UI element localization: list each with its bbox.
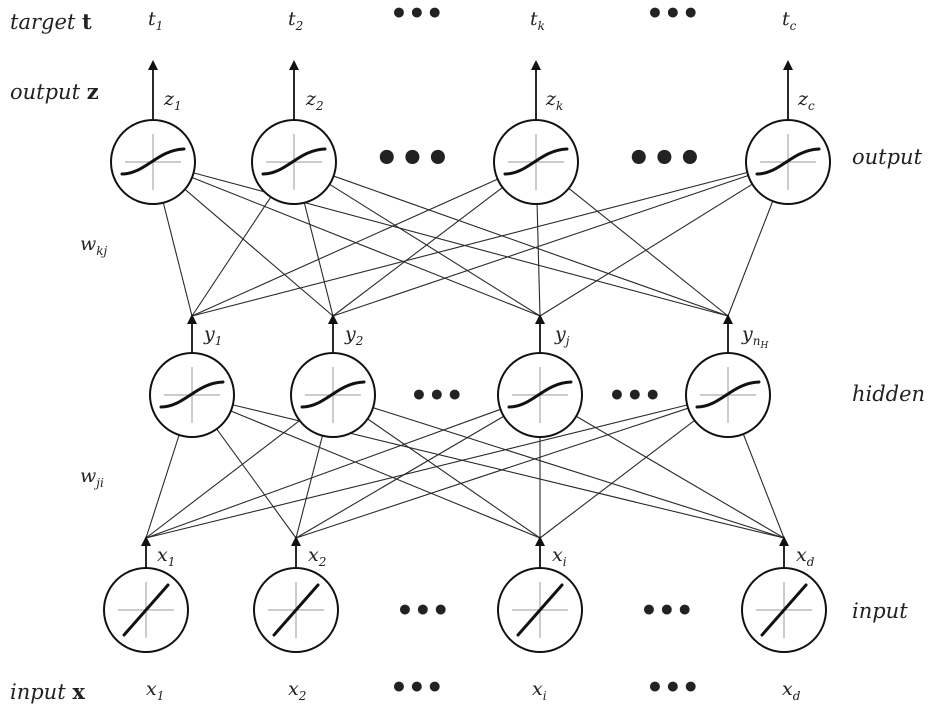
- weights-input-to-hidden: [145, 404, 785, 539]
- sigmoid-curve-icon: [159, 380, 225, 409]
- input-layer-label: input: [852, 599, 908, 623]
- output-z-label: zc: [797, 88, 815, 113]
- hidden-node: [685, 352, 771, 438]
- output-z-label: z1: [163, 88, 182, 113]
- hidden-y-label: y1: [203, 323, 222, 348]
- input-x-label: x2: [308, 544, 326, 569]
- weight-edge: [332, 186, 503, 317]
- hidden-layer-label: hidden: [852, 382, 925, 406]
- hidden-node: [149, 352, 235, 438]
- weight-edge: [372, 407, 785, 539]
- linear-curve-icon: [760, 583, 808, 637]
- input-bottom-label: x1: [146, 678, 164, 703]
- sigmoid-curve-icon: [695, 380, 761, 409]
- target-label: t2: [288, 8, 303, 33]
- weight-edge: [145, 404, 688, 539]
- sigmoid-curve-icon: [755, 147, 821, 176]
- weight-edge: [332, 174, 749, 317]
- weight-edge: [295, 435, 324, 539]
- weight-kj-label: wkj: [80, 233, 108, 258]
- input-bottom-label: xi: [532, 678, 547, 703]
- output-layer-label: output: [852, 145, 923, 169]
- sigmoid-curve-icon: [507, 380, 573, 409]
- weight-edge: [191, 171, 748, 317]
- target-label: tk: [530, 8, 545, 33]
- input-bottom-label: xd: [782, 678, 801, 703]
- input-row-label: input x: [10, 679, 85, 704]
- hidden-node: [290, 352, 376, 438]
- hidden-y-label: ynH: [741, 323, 768, 351]
- input-x-label: xi: [552, 544, 567, 569]
- weight-edge: [575, 415, 785, 539]
- linear-curve-icon: [516, 583, 564, 637]
- input-x-label: x1: [157, 544, 175, 569]
- linear-curve-icon: [122, 583, 170, 637]
- target-label: tc: [782, 8, 797, 33]
- output-z-label: zk: [545, 88, 563, 113]
- output-z-label: z2: [305, 88, 324, 113]
- ellipsis: •••: [646, 0, 700, 30]
- weight-edge: [145, 420, 300, 539]
- weight-edge: [742, 433, 785, 539]
- weight-edge: [191, 178, 498, 317]
- ellipsis: •••: [410, 379, 464, 412]
- sigmoid-curve-icon: [503, 147, 569, 176]
- sigmoid-curve-icon: [120, 147, 186, 176]
- weight-edge: [303, 202, 334, 317]
- input-node: [253, 567, 339, 653]
- weight-edge: [162, 202, 193, 317]
- output-node: [110, 119, 196, 205]
- weight-edge: [191, 177, 541, 317]
- input-bottom-label: x2: [288, 678, 306, 703]
- ellipsis: •••: [640, 594, 694, 627]
- input-node: [103, 567, 189, 653]
- weight-edge: [184, 188, 334, 317]
- ellipsis: •••: [390, 0, 444, 30]
- input-node: [497, 567, 583, 653]
- weight-edge: [727, 200, 774, 317]
- ellipsis: •••: [626, 135, 703, 182]
- weights-hidden-to-output: [162, 171, 774, 317]
- target-row-label: target t: [10, 9, 92, 34]
- weight-edge: [145, 408, 501, 539]
- weight-edge: [216, 428, 297, 539]
- weight-edge: [329, 183, 541, 317]
- ellipsis: •••: [646, 671, 700, 704]
- hidden-y-label: yj: [554, 323, 570, 348]
- sigmoid-curve-icon: [261, 147, 327, 176]
- linear-curve-icon: [272, 583, 320, 637]
- target-label: t1: [148, 8, 163, 33]
- ellipsis: •••: [396, 594, 450, 627]
- hidden-y-label: y2: [344, 323, 363, 348]
- weight-edge: [295, 415, 505, 539]
- ellipsis: •••: [608, 379, 662, 412]
- weight-edge: [295, 407, 689, 539]
- ellipsis: •••: [374, 135, 451, 182]
- weight-edge: [191, 196, 272, 317]
- output-node: [745, 119, 831, 205]
- output-row-label: output z: [10, 79, 99, 104]
- nodes: [103, 119, 831, 653]
- weight-edge: [568, 187, 729, 317]
- weight-edge: [230, 410, 541, 539]
- ellipsis: •••: [390, 671, 444, 704]
- weight-edge: [367, 418, 541, 539]
- weight-ji-label: wji: [80, 465, 104, 490]
- hidden-node: [497, 352, 583, 438]
- weight-edge: [536, 203, 541, 317]
- arrows: [141, 60, 793, 568]
- input-node: [741, 567, 827, 653]
- weight-edge: [539, 419, 695, 539]
- input-x-label: xd: [796, 544, 815, 569]
- sigmoid-curve-icon: [300, 380, 366, 409]
- output-node: [251, 119, 337, 205]
- weight-edge: [145, 434, 180, 539]
- weight-edge: [333, 175, 729, 317]
- output-node: [493, 119, 579, 205]
